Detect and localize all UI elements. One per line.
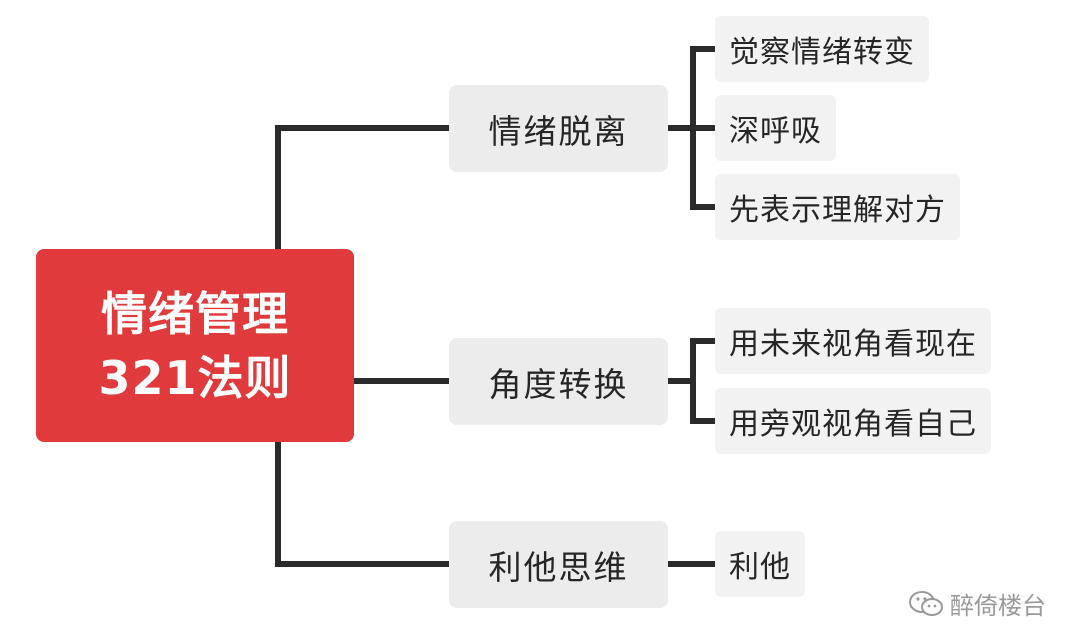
wechat-icon	[909, 590, 943, 616]
leaf-node-1-1: 觉察情绪转变	[715, 16, 929, 82]
connector-branch-2-leaves	[690, 338, 718, 424]
root-title-line-1: 情绪管理	[101, 286, 289, 341]
watermark-text: 醉倚楼台	[950, 592, 1046, 620]
root-node: 情绪管理 321法则	[36, 249, 354, 442]
leaf-node-2-1: 用未来视角看现在	[715, 308, 991, 374]
root-title-line-2: 321法则	[98, 350, 292, 405]
leaf-node-3-1: 利他	[715, 531, 805, 597]
connector-root-branch-3	[275, 439, 452, 567]
connector-root-branch-1	[275, 125, 452, 252]
branch-node-2: 角度转换	[449, 338, 668, 425]
branch-node-1: 情绪脱离	[449, 85, 668, 172]
leaf-node-1-2: 深呼吸	[715, 95, 836, 161]
leaf-node-2-2: 用旁观视角看自己	[715, 388, 991, 454]
branch-node-3: 利他思维	[449, 521, 668, 608]
watermark: 醉倚楼台	[908, 586, 1046, 621]
leaf-node-1-3: 先表示理解对方	[715, 174, 960, 240]
